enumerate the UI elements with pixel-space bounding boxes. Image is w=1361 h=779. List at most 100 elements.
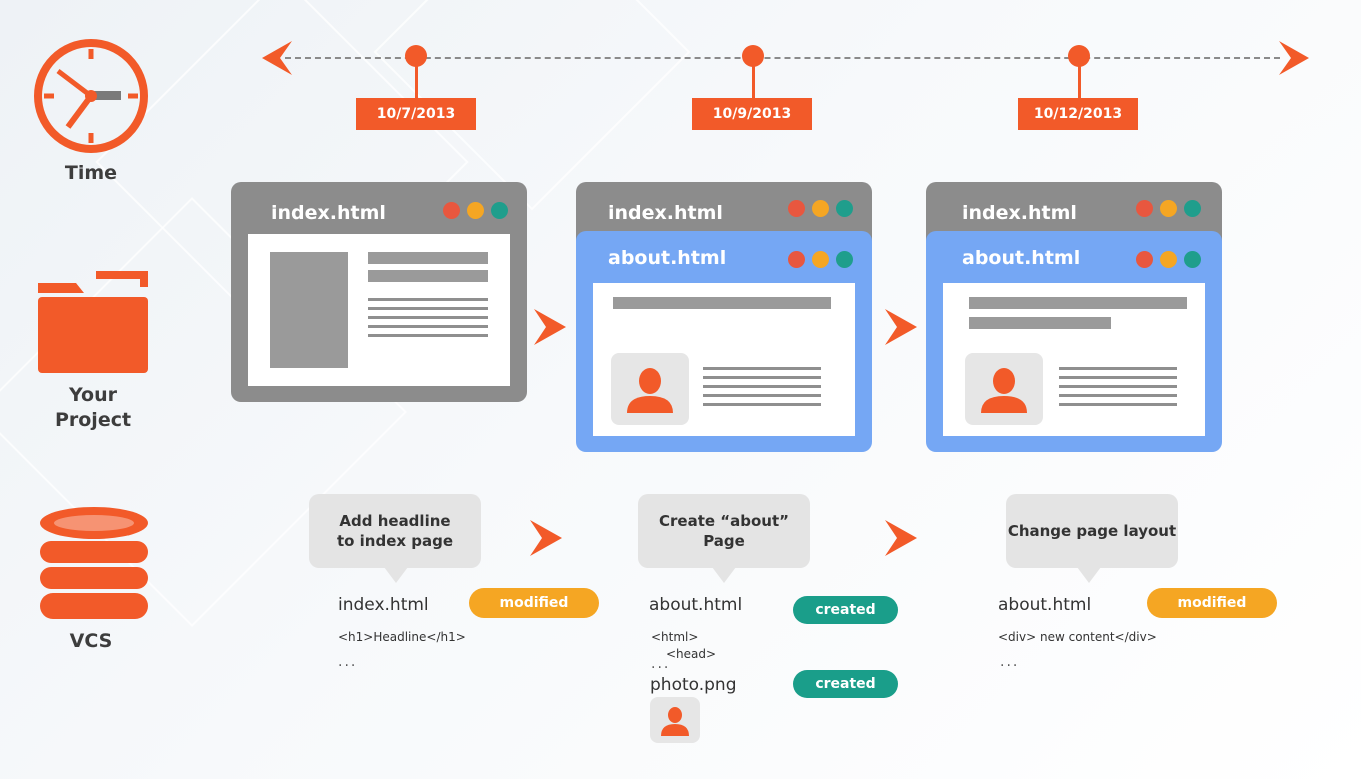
commit-message: Change page layout: [1006, 494, 1178, 568]
time-label: Time: [64, 162, 118, 184]
window-controls: [443, 202, 508, 219]
vcs-label: VCS: [69, 630, 113, 652]
project-label-line1: Your: [69, 384, 117, 406]
window-title: index.html: [271, 202, 386, 224]
text-line: [1059, 385, 1177, 388]
window-dot-orange: [812, 251, 829, 268]
arrow-left-icon: [258, 39, 294, 81]
text-line: [703, 394, 821, 397]
window-dot-red: [1136, 200, 1153, 217]
about-window: about.html: [576, 231, 872, 452]
date-label: 10/12/2013: [1018, 98, 1138, 130]
window-dot-teal: [836, 251, 853, 268]
timeline-stem: [415, 64, 418, 100]
commit-message-line1: Add headline: [339, 512, 451, 530]
window-dot-teal: [836, 200, 853, 217]
user-icon: [627, 368, 673, 413]
text-line: [368, 325, 488, 328]
commit-message: Add headline to index page: [309, 494, 481, 568]
window-title: index.html: [608, 202, 723, 224]
window-dot-orange: [1160, 200, 1177, 217]
timeline-marker: [742, 45, 764, 67]
timeline-line: [285, 57, 1280, 59]
text-line: [703, 367, 821, 370]
text-line: [1059, 376, 1177, 379]
status-badge: created: [793, 670, 898, 698]
ellipsis: ...: [651, 656, 671, 672]
date-label: 10/9/2013: [692, 98, 812, 130]
user-icon: [981, 368, 1027, 413]
window-dot-teal: [1184, 200, 1201, 217]
database-icon: [36, 505, 152, 627]
commit-message-text: Create “about” Page: [659, 512, 789, 550]
window-dot-orange: [467, 202, 484, 219]
avatar: [965, 353, 1043, 425]
commit-message-text: Change page layout: [1007, 522, 1177, 540]
folder-icon: [36, 265, 152, 379]
timeline-stem: [752, 64, 755, 100]
window-controls: [1136, 251, 1201, 268]
ellipsis: ...: [338, 654, 358, 670]
window-dot-red: [788, 251, 805, 268]
window-dot-orange: [812, 200, 829, 217]
window-controls: [1136, 200, 1201, 217]
headline-placeholder: [368, 270, 488, 282]
chevron-right-icon: [528, 518, 564, 562]
date-label: 10/7/2013: [356, 98, 476, 130]
code-snippet: <h1>Headline</h1>: [338, 630, 466, 644]
text-line: [368, 307, 488, 310]
code-snippet: <html>: [651, 630, 699, 644]
text-line: [703, 403, 821, 406]
status-badge: modified: [1147, 588, 1277, 618]
file-name: index.html: [338, 595, 429, 615]
bubble-tail: [712, 567, 736, 583]
window-title: about.html: [962, 247, 1081, 269]
window-dot-teal: [491, 202, 508, 219]
window-dot-red: [788, 200, 805, 217]
headline-placeholder: [969, 297, 1187, 309]
page-body: [943, 283, 1205, 436]
window-dot-teal: [1184, 251, 1201, 268]
window-controls: [788, 251, 853, 268]
file-name: photo.png: [650, 675, 737, 695]
file-name: about.html: [649, 595, 743, 615]
image-placeholder: [270, 252, 348, 368]
timeline-stem: [1078, 64, 1081, 100]
file-name: about.html: [998, 595, 1092, 615]
page-body: [593, 283, 855, 436]
photo-thumbnail: [650, 697, 700, 743]
chevron-right-icon: [532, 307, 568, 351]
chevron-right-icon: [883, 307, 919, 351]
text-line: [703, 385, 821, 388]
index-window: index.html: [231, 182, 527, 402]
window-controls: [788, 200, 853, 217]
window-dot-orange: [1160, 251, 1177, 268]
chevron-right-icon: [883, 518, 919, 562]
window-title: about.html: [608, 247, 727, 269]
headline-placeholder: [368, 252, 488, 264]
code-snippet: <head>: [666, 647, 717, 661]
timeline-marker: [405, 45, 427, 67]
text-line: [368, 316, 488, 319]
code-snippet: <div> new content</div>: [998, 630, 1157, 644]
timeline-marker: [1068, 45, 1090, 67]
text-line: [368, 298, 488, 301]
commit-message-line2: to index page: [336, 532, 454, 550]
status-badge: created: [793, 596, 898, 624]
avatar: [611, 353, 689, 425]
window-title: index.html: [962, 202, 1077, 224]
window-dot-red: [1136, 251, 1153, 268]
ellipsis: ...: [1000, 654, 1020, 670]
window-dot-red: [443, 202, 460, 219]
status-badge: modified: [469, 588, 599, 618]
headline-placeholder: [613, 297, 831, 309]
about-window: about.html: [926, 231, 1222, 452]
project-label-line2: Project: [54, 409, 132, 431]
bubble-tail: [1077, 567, 1101, 583]
bubble-tail: [384, 567, 408, 583]
time-icon: [30, 35, 152, 161]
text-line: [1059, 394, 1177, 397]
text-line: [1059, 367, 1177, 370]
project-label: Your Project: [18, 383, 168, 433]
text-line: [1059, 403, 1177, 406]
